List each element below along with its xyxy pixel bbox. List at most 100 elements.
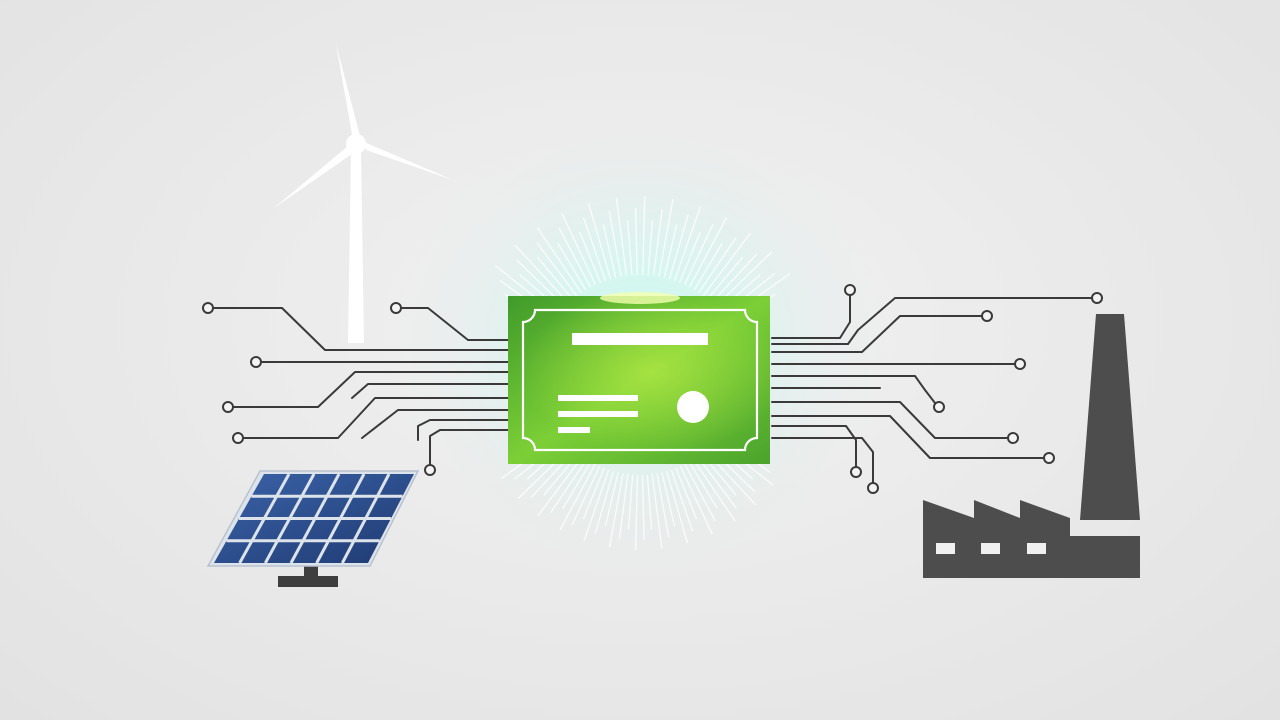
trace-right-8 bbox=[771, 415, 1046, 459]
glow-ray bbox=[537, 455, 584, 517]
panel-grid bbox=[226, 473, 403, 564]
factory-window bbox=[936, 543, 955, 554]
node bbox=[981, 310, 993, 322]
glow-ray bbox=[561, 213, 597, 286]
node bbox=[1014, 358, 1026, 370]
circuit-nodes bbox=[202, 284, 1103, 494]
glow-ray bbox=[678, 231, 701, 284]
node bbox=[202, 302, 214, 314]
glow-ray bbox=[627, 474, 634, 530]
trace-left-1 bbox=[211, 307, 509, 351]
glow-ray bbox=[663, 224, 678, 278]
certificate-border bbox=[521, 308, 759, 452]
glow-ray bbox=[688, 461, 718, 509]
certificate-title-bar bbox=[572, 333, 708, 345]
glow-ray bbox=[696, 455, 737, 509]
glow-ray bbox=[684, 463, 716, 522]
glow-ray bbox=[602, 224, 617, 278]
glow-ray bbox=[582, 467, 605, 520]
trace-right-10 bbox=[771, 437, 874, 487]
turbine-tower bbox=[348, 152, 364, 343]
glow-ray bbox=[571, 465, 601, 526]
glow-ray bbox=[692, 458, 736, 522]
trace-right-5 bbox=[771, 375, 936, 404]
glow-ray bbox=[652, 209, 663, 276]
node bbox=[1007, 432, 1019, 444]
glow-ray bbox=[706, 256, 744, 300]
glow-ray bbox=[651, 474, 663, 549]
glow-ray bbox=[693, 242, 724, 291]
glow-ray bbox=[646, 474, 653, 530]
node bbox=[1091, 292, 1103, 304]
trace-right-2 bbox=[771, 297, 1093, 345]
node bbox=[250, 356, 262, 368]
glow-ray bbox=[634, 208, 638, 276]
glow-ray bbox=[626, 220, 633, 276]
node bbox=[222, 401, 234, 413]
turbine-blade-up bbox=[336, 44, 360, 140]
certificate-text-line-1 bbox=[558, 395, 638, 401]
glow-ray bbox=[579, 231, 602, 284]
factory-icon bbox=[923, 314, 1140, 578]
glow-ray bbox=[536, 227, 582, 294]
glow-ray bbox=[536, 242, 578, 297]
glow-ray bbox=[665, 471, 689, 544]
glow-ray bbox=[656, 473, 670, 538]
certificate-text-line-3 bbox=[558, 427, 590, 433]
node bbox=[933, 401, 945, 413]
turbine-hub bbox=[346, 134, 366, 154]
trace-right-3 bbox=[771, 315, 983, 353]
panel-base bbox=[278, 576, 338, 587]
glow-ray bbox=[583, 469, 610, 541]
node bbox=[1043, 452, 1055, 464]
node bbox=[232, 432, 244, 444]
glow-ray bbox=[634, 474, 639, 550]
trace-left-2 bbox=[397, 307, 509, 341]
factory-window bbox=[1027, 543, 1046, 554]
glow-ray bbox=[618, 474, 629, 539]
glow-ray bbox=[673, 206, 702, 282]
trace-left-5 bbox=[351, 383, 509, 399]
trace-right-7 bbox=[771, 401, 1009, 439]
glow-ray bbox=[594, 471, 615, 534]
factory-building bbox=[923, 500, 1140, 578]
glow-ray bbox=[550, 458, 588, 514]
node bbox=[867, 482, 879, 494]
node bbox=[844, 284, 856, 296]
energy-certificate-icon bbox=[508, 292, 770, 464]
glow-ray bbox=[556, 242, 587, 291]
glow-ray bbox=[679, 465, 713, 535]
glow-ray bbox=[641, 474, 645, 540]
certificate-top-highlight bbox=[600, 292, 680, 304]
glow-ray bbox=[702, 232, 752, 297]
turbine-blade-left bbox=[274, 146, 352, 208]
certificate-shine bbox=[508, 296, 770, 464]
trace-left-9 bbox=[429, 429, 509, 467]
glow-ray bbox=[608, 473, 624, 548]
certificate-seal-icon bbox=[677, 391, 709, 423]
node bbox=[424, 464, 436, 476]
glow-ray bbox=[615, 197, 628, 276]
trace-right-1 bbox=[771, 294, 851, 339]
glow-ray bbox=[604, 472, 619, 527]
node bbox=[390, 302, 402, 314]
trace-left-7 bbox=[361, 409, 509, 439]
glow-ray bbox=[688, 217, 728, 288]
trace-right-9 bbox=[771, 425, 857, 471]
trace-left-4 bbox=[231, 371, 509, 408]
wind-turbine-icon bbox=[274, 44, 453, 343]
factory-window bbox=[981, 543, 1000, 554]
glow-ray bbox=[647, 220, 654, 276]
solar-panel-icon bbox=[206, 470, 420, 587]
glow-ray bbox=[710, 253, 758, 304]
turbine-blade-right bbox=[364, 142, 453, 180]
glow-ray bbox=[698, 236, 737, 294]
glow-ray bbox=[587, 203, 612, 280]
glow-ray bbox=[608, 210, 622, 277]
glow-ray bbox=[683, 223, 714, 286]
factory-chimney bbox=[1080, 314, 1140, 520]
glow-ray bbox=[562, 461, 592, 509]
glow-ray bbox=[658, 198, 674, 277]
glow-ray bbox=[661, 472, 676, 527]
